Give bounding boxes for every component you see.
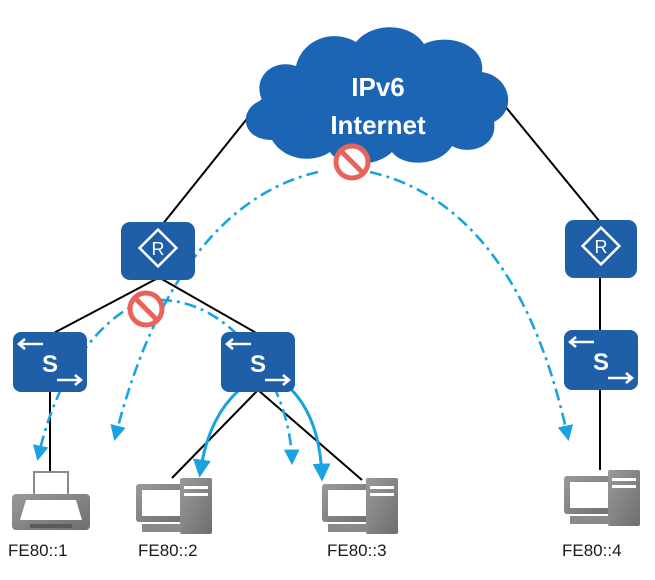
computer-icon (564, 470, 640, 526)
router-left: R (121, 222, 195, 280)
switch-letter: S (593, 349, 609, 376)
internet-cloud: IPv6 Internet (245, 27, 509, 164)
router-body (121, 222, 195, 280)
no-entry-icon (333, 143, 371, 181)
router-right: R (565, 220, 637, 278)
computer-icon (136, 478, 212, 534)
path-cloud-left (110, 170, 319, 442)
computer-icon (322, 478, 398, 534)
switch-icon (568, 336, 634, 384)
link-router-switch-mid (159, 277, 259, 335)
host-label-1: FE80::1 (8, 541, 68, 560)
switch-body (13, 332, 87, 392)
switch-right: S (564, 330, 638, 390)
printer-icon (12, 471, 90, 530)
switch-left: S (13, 332, 87, 392)
switch-mid: S (221, 332, 295, 392)
link-router-switch-left (49, 277, 159, 336)
path-router-printer (33, 298, 146, 462)
no-entry-icon (127, 290, 165, 328)
cloud-shape (245, 27, 509, 164)
switch-icon (17, 338, 83, 386)
multicast-paths (33, 170, 574, 466)
switch-body (564, 330, 638, 390)
link-switch-host3 (257, 389, 363, 481)
router-letter: R (595, 237, 608, 257)
router-icon (137, 227, 179, 269)
host-label-4: FE80::4 (562, 541, 622, 560)
cloud-label-line1: IPv6 (351, 72, 405, 102)
switch-icon (225, 338, 291, 386)
router-icon (580, 225, 622, 267)
cloud-label-line2: Internet (330, 110, 426, 140)
router-letter: R (152, 239, 165, 259)
host-label-2: FE80::2 (138, 541, 198, 560)
host-label-3: FE80::3 (327, 541, 387, 560)
link-cloud-router-left (161, 99, 263, 226)
links (49, 99, 601, 481)
link-switch-host2 (171, 389, 259, 479)
path-cloud-right (369, 170, 574, 442)
switch-body (221, 332, 295, 392)
switch-letter: S (42, 351, 58, 378)
link-cloud-router-right (499, 99, 601, 223)
switch-letter: S (250, 351, 266, 378)
router-body (565, 220, 637, 278)
